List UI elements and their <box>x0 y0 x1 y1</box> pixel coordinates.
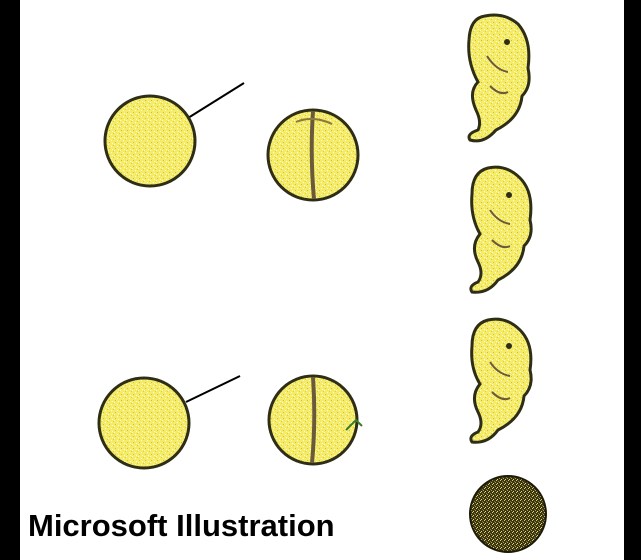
egg-with-sperm-top <box>105 83 244 186</box>
embryo-2 <box>471 167 531 292</box>
two-cell-stage-top <box>268 110 358 200</box>
morula-cell <box>470 476 546 552</box>
embryo-3 <box>471 319 531 442</box>
embryo-1 <box>469 15 529 141</box>
two-cell-stage-bottom <box>269 376 362 464</box>
caption-text: Microsoft Illustration <box>28 508 335 544</box>
egg-with-sperm-bottom <box>99 376 240 468</box>
